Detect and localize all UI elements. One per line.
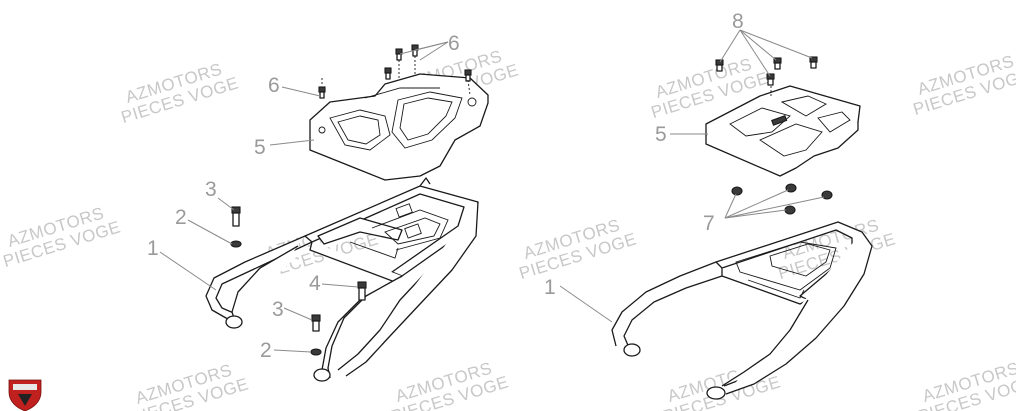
bolt-lower xyxy=(311,314,321,332)
watermark: AZMOTORS PIECES VOGE xyxy=(1,203,123,271)
callout-washer-lower: 2 xyxy=(260,339,272,362)
callout-washer-upper: 2 xyxy=(175,206,187,229)
left-assembly: 6 6 5 3 2 1 4 3 2 xyxy=(147,32,489,382)
screw xyxy=(464,69,472,82)
bolt-upper xyxy=(231,206,241,227)
screw xyxy=(773,57,782,70)
right-assembly: 8 5 7 1 xyxy=(544,10,873,400)
watermark: AZMOTORS PIECES VOGE xyxy=(119,59,241,127)
callout-screws-group: 6 xyxy=(448,32,460,55)
callout-bolt-lower: 3 xyxy=(272,298,284,321)
watermark: AZMOTORS PIECES VOGE xyxy=(517,215,639,283)
callout-screw-single: 6 xyxy=(268,74,280,97)
watermark: AZMOTORS PIECES VOGE xyxy=(129,360,251,411)
left-screws xyxy=(318,44,472,99)
screw xyxy=(318,86,326,99)
screw xyxy=(715,59,724,72)
bolt-lower-4 xyxy=(357,281,367,301)
washer-upper xyxy=(230,240,242,248)
watermark: AZMOTORS PIECES VOGE xyxy=(911,51,1016,119)
callout-frame: 1 xyxy=(544,276,556,299)
right-nuts xyxy=(731,183,833,215)
screw xyxy=(384,67,392,80)
callout-plate: 5 xyxy=(254,136,266,159)
left-rack-frame xyxy=(205,177,479,382)
watermarks: AZMOTORS PIECES VOGE AZMOTORS PIECES VOG… xyxy=(1,46,1016,411)
left-callout-lines xyxy=(159,41,449,353)
callout-nuts: 7 xyxy=(703,212,715,235)
callout-frame: 1 xyxy=(147,237,159,260)
right-rack-frame xyxy=(611,221,873,400)
shield-logo-icon xyxy=(8,379,42,411)
callout-plate: 5 xyxy=(655,123,667,146)
washer-lower xyxy=(310,348,322,356)
watermark: AZMOTORS PIECES VOGE xyxy=(916,358,1016,411)
right-top-plate xyxy=(705,85,861,177)
callout-bolt-lower-4: 4 xyxy=(309,272,321,295)
right-callout-lines xyxy=(559,29,825,323)
callout-screws: 8 xyxy=(732,10,744,33)
left-top-plate xyxy=(309,73,489,181)
screw xyxy=(766,73,775,86)
screw xyxy=(395,48,403,61)
callout-bolt-upper: 3 xyxy=(205,178,217,201)
right-screws xyxy=(715,56,818,96)
watermark: AZMOTORS PIECES VOGE xyxy=(389,358,511,411)
screw xyxy=(809,56,818,69)
